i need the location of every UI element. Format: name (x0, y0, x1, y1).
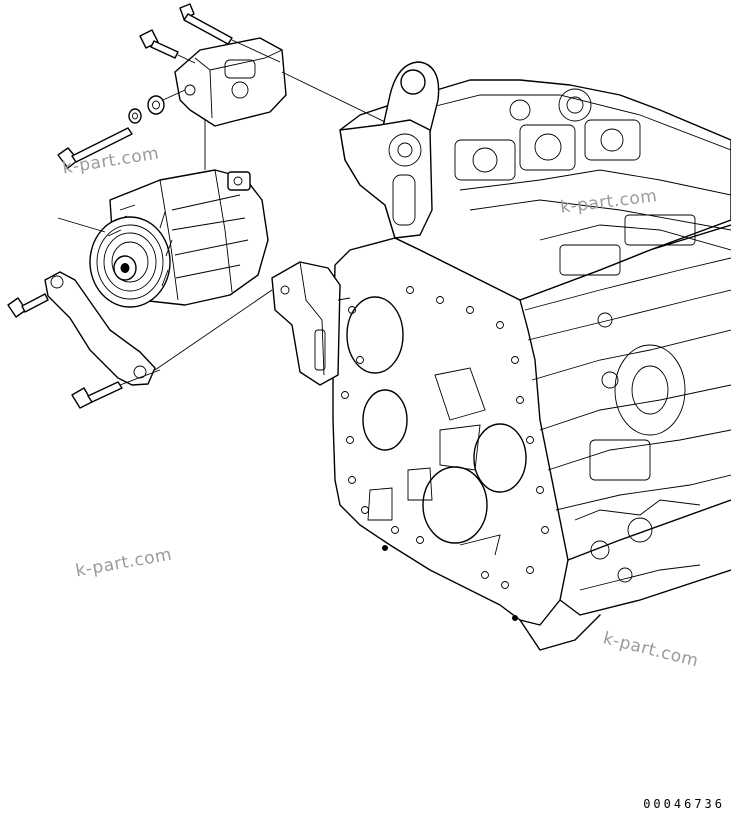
spacer-icon (128, 95, 165, 124)
assembly-lines (57, 39, 386, 386)
stay-icon (44, 271, 156, 386)
engine-block-icon (332, 61, 731, 651)
document-number: 00046736 (643, 797, 725, 811)
bolt-icon (7, 3, 233, 409)
bracket-icon (174, 37, 287, 127)
alternator-icon (89, 169, 269, 308)
bracket-icon (271, 261, 341, 386)
